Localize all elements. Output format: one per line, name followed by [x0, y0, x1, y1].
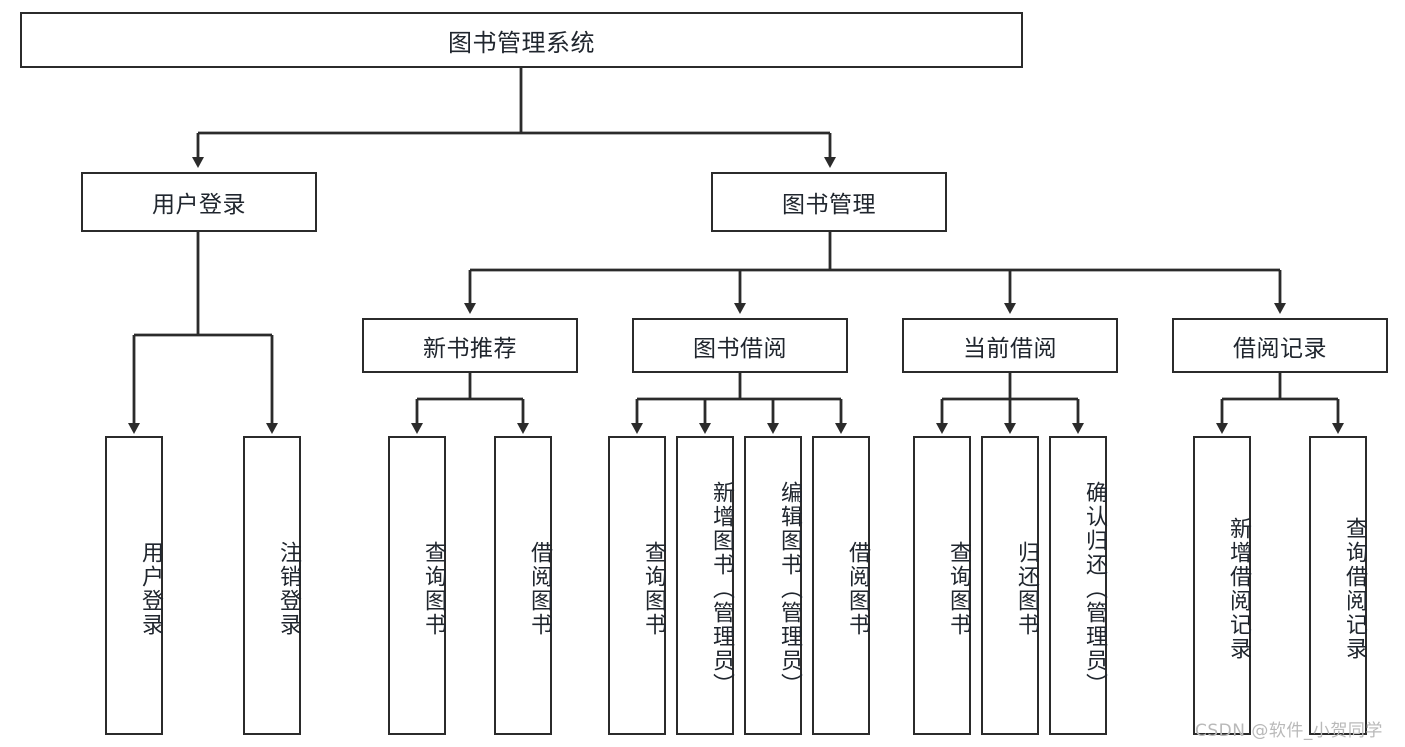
- node-label: 编辑图书（管理员）: [777, 480, 802, 697]
- node-label: 当前借阅: [963, 335, 1057, 362]
- leaf-query-book-recommend[interactable]: 查询图书: [388, 436, 446, 735]
- node-current-borrow[interactable]: 当前借阅: [902, 318, 1118, 373]
- node-label: 新增图书（管理员）: [709, 480, 734, 697]
- leaf-logout-login[interactable]: 注销登录: [243, 436, 301, 735]
- node-book-management[interactable]: 图书管理: [711, 172, 947, 232]
- csdn-watermark: CSDN @软件_小贺同学: [1195, 721, 1383, 741]
- node-root-book-management-system[interactable]: 图书管理系统: [20, 12, 1023, 68]
- node-label: 借阅图书: [527, 540, 552, 637]
- node-label: 新书推荐: [423, 335, 517, 362]
- node-label: 查询图书: [641, 540, 666, 637]
- leaf-add-borrow-record[interactable]: 新增借阅记录: [1193, 436, 1251, 735]
- node-label: 图书借阅: [693, 335, 787, 362]
- node-label: 借阅图书: [845, 540, 870, 637]
- node-label: 查询借阅记录: [1342, 516, 1367, 661]
- leaf-query-borrow-record[interactable]: 查询借阅记录: [1309, 436, 1367, 735]
- node-label: 图书管理: [782, 192, 876, 218]
- node-label: 确认归还（管理员）: [1082, 480, 1107, 697]
- node-user-login[interactable]: 用户登录: [81, 172, 317, 232]
- leaf-borrow-book-recommend[interactable]: 借阅图书: [494, 436, 552, 735]
- node-label: 归还图书: [1014, 540, 1039, 637]
- node-borrow-record[interactable]: 借阅记录: [1172, 318, 1388, 373]
- leaf-add-book-admin[interactable]: 新增图书（管理员）: [676, 436, 734, 735]
- node-label: 查询图书: [421, 540, 446, 637]
- leaf-return-book[interactable]: 归还图书: [981, 436, 1039, 735]
- node-label: 图书管理系统: [448, 28, 595, 57]
- leaf-query-book-borrow[interactable]: 查询图书: [608, 436, 666, 735]
- node-label: 用户登录: [152, 192, 246, 218]
- node-label: 注销登录: [276, 540, 301, 637]
- node-label: 新增借阅记录: [1226, 516, 1251, 661]
- leaf-query-book-current[interactable]: 查询图书: [913, 436, 971, 735]
- leaf-borrow-book[interactable]: 借阅图书: [812, 436, 870, 735]
- node-new-book-recommend[interactable]: 新书推荐: [362, 318, 578, 373]
- leaf-user-login[interactable]: 用户登录: [105, 436, 163, 735]
- leaf-confirm-return-admin[interactable]: 确认归还（管理员）: [1049, 436, 1107, 735]
- leaf-edit-book-admin[interactable]: 编辑图书（管理员）: [744, 436, 802, 735]
- node-label: 借阅记录: [1233, 335, 1327, 362]
- node-label: 用户登录: [138, 540, 163, 637]
- node-book-borrow[interactable]: 图书借阅: [632, 318, 848, 373]
- node-label: 查询图书: [946, 540, 971, 637]
